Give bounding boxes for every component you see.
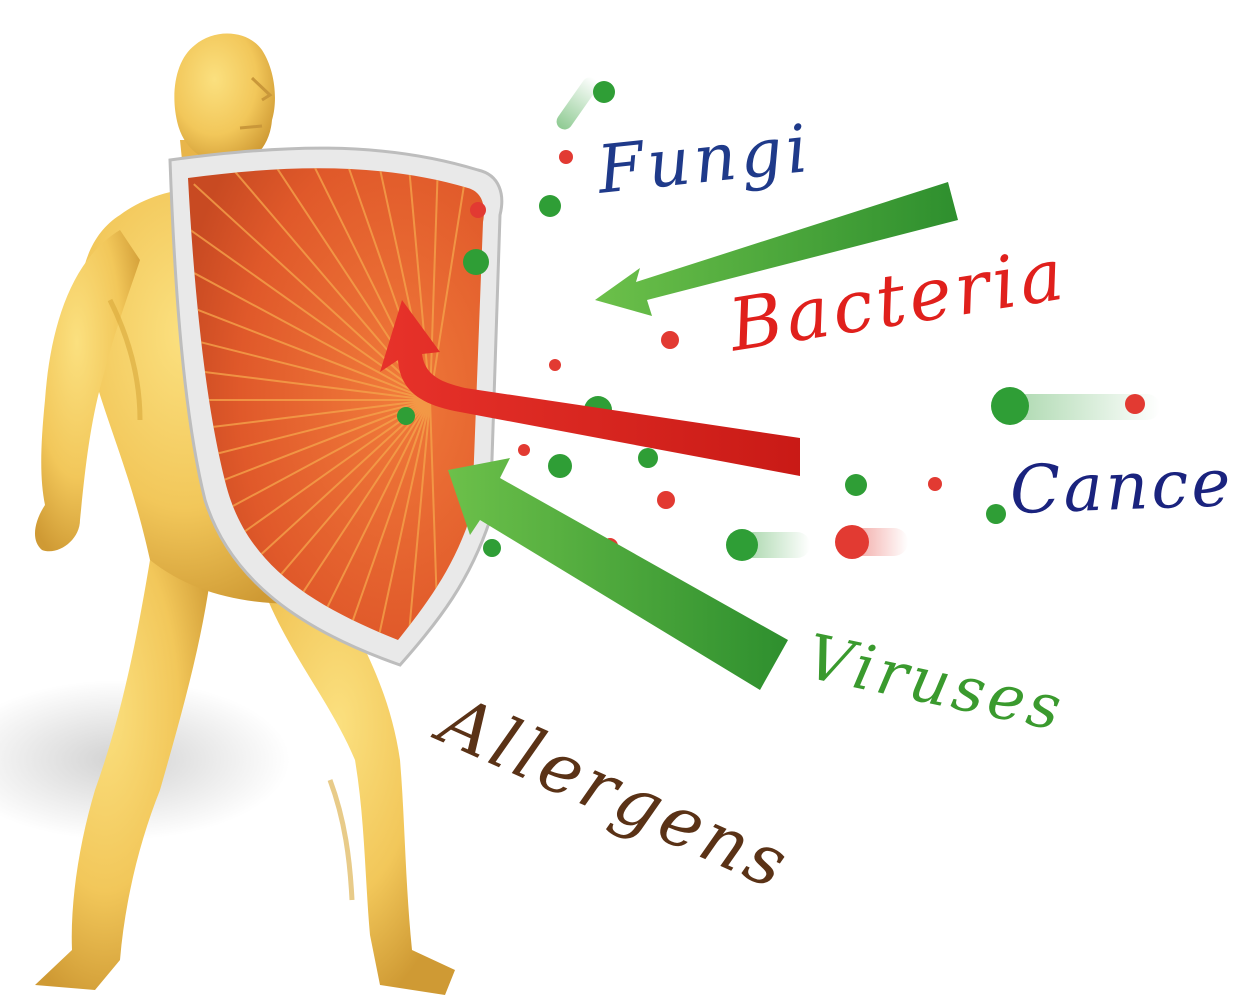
label-cancer: Cancer	[1009, 449, 1237, 524]
green-arrow-bottom	[448, 458, 788, 690]
